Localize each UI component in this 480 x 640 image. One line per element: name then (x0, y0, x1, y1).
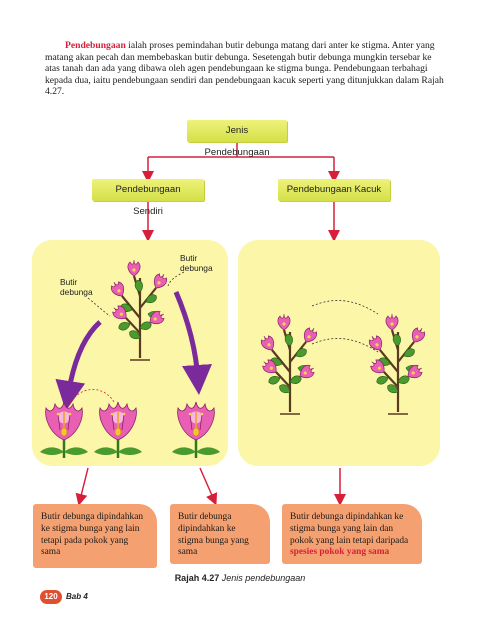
flower-left-2 (92, 400, 144, 460)
intro-text: ialah proses pemindahan butir debunga ma… (45, 40, 444, 98)
box-kacuk-text: Butir debunga dipindahkan ke stigma bung… (290, 512, 409, 546)
page-number: 120 (40, 590, 62, 604)
chapter-label: Bab 4 (66, 592, 88, 601)
caption-label: Rajah 4.27 (174, 573, 220, 583)
tag-pendebungaan-kacuk: Pendebungaan Kacuk (278, 179, 390, 201)
plant-self (109, 260, 170, 360)
flower-left-3 (170, 400, 222, 460)
caption-text: Jenis pendebungaan (221, 573, 306, 583)
box-pendebungaan-sendiri-a: Butir debunga dipindahkan ke stigma bung… (33, 504, 157, 568)
tag-jenis-pendebungaan: Jenis Pendebungaan (187, 120, 287, 158)
label-butir-debunga-2: Butir debunga (180, 253, 213, 273)
box-pendebungaan-sendiri-b: Butir debunga dipindahkan ke stigma bung… (170, 504, 270, 564)
plant-cross-1 (259, 314, 320, 414)
term-pendebungaan: Pendebungaan (65, 40, 126, 51)
tag-pendebungaan-sendiri: Pendebungaan Sendiri (92, 179, 204, 217)
label-butir-debunga-1: Butir debunga (60, 277, 93, 297)
flower-left-1 (38, 400, 90, 460)
figure-caption: Rajah 4.27 Jenis pendebungaan (0, 573, 480, 583)
intro-paragraph: Pendebungaan ialah proses pemindahan but… (45, 40, 445, 98)
box-kacuk-highlight: spesies pokok yang sama (290, 547, 390, 558)
plant-cross-2 (367, 314, 428, 414)
box-pendebungaan-kacuk: Butir debunga dipindahkan ke stigma bung… (282, 504, 422, 564)
